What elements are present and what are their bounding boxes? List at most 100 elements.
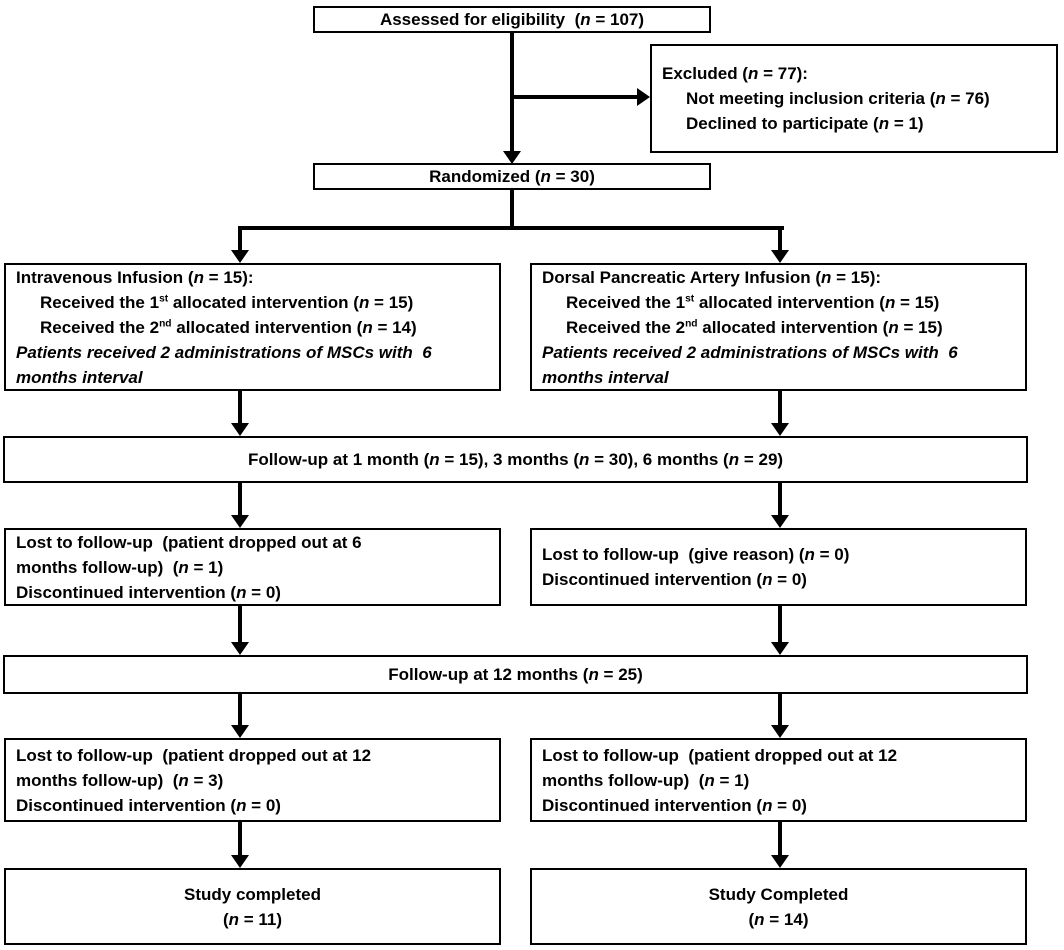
line-assessed-to-randomized (510, 33, 514, 152)
followup-12-months-box: Follow-up at 12 months (n = 25) (3, 655, 1028, 694)
line-right-lost1-to-followup2 (778, 606, 782, 643)
text-segment: allocated intervention ( (171, 317, 363, 337)
text-segment: Received the 1 (566, 292, 686, 312)
italic-n-segment: n (193, 267, 204, 287)
italic-n-segment: n (878, 114, 890, 133)
arrowhead-into-left-group (231, 250, 249, 263)
text-line: Intravenous Infusion (n = 15): (16, 265, 489, 290)
text-line: months interval (16, 365, 489, 390)
text-segment: ( (222, 909, 229, 929)
arrowhead-into-right-lost1 (771, 515, 789, 528)
italic-n-segment: n (362, 317, 373, 337)
line-to-excluded (512, 95, 638, 99)
text-segment: Discontinued intervention ( (542, 795, 763, 815)
italic-n-segment: n (580, 10, 591, 29)
text-segment: = 30) (550, 167, 595, 186)
italic-n-segment: n (178, 770, 189, 790)
italic-n-segment: n (578, 450, 590, 469)
arrowhead-into-left-completed (231, 855, 249, 868)
superscript-segment: nd (159, 317, 172, 329)
superscript-segment: st (159, 292, 169, 304)
text-segment: = 15): (831, 267, 882, 287)
line-followup1-to-right-lost (778, 483, 782, 516)
text-segment: = 11) (239, 909, 283, 929)
text-segment: = 15) (898, 317, 943, 337)
italic-n-segment: n (429, 450, 440, 469)
italic-n-segment: n (747, 64, 759, 83)
text-line: Randomized (n = 30) (429, 164, 595, 189)
text-segment: Received the 2 (566, 317, 686, 337)
text-line: Received the 1st allocated intervention … (16, 290, 489, 315)
italic-n-segment: n (728, 450, 740, 469)
text-segment: Discontinued intervention ( (16, 582, 237, 602)
text-segment: = 1) (714, 770, 750, 790)
superscript-segment: nd (685, 317, 698, 329)
text-line: months follow-up) (n = 1) (16, 555, 489, 580)
text-segment: allocated intervention ( (694, 292, 885, 312)
text-segment: = 77): (758, 64, 808, 83)
text-segment: Intravenous Infusion ( (16, 267, 194, 287)
arrowhead-left-into-followup2 (231, 642, 249, 655)
text-segment: = 0) (772, 795, 807, 815)
text-line: Study Completed (709, 882, 849, 907)
study-completed-left-box: Study completed(n = 11) (4, 868, 501, 945)
text-line: Received the 2nd allocated intervention … (542, 315, 1015, 340)
text-segment: = 0) (246, 795, 281, 815)
text-segment: Received the 2 (40, 317, 160, 337)
line-split-to-right-group (778, 226, 782, 251)
arrowhead-left-into-followup1 (231, 423, 249, 436)
text-line: Lost to follow-up (patient dropped out a… (16, 743, 489, 768)
text-segment: Follow-up at 12 months ( (388, 665, 589, 684)
text-segment: Lost to follow-up (patient dropped out a… (542, 745, 898, 765)
text-line: Patients received 2 administrations of M… (542, 340, 1015, 365)
text-segment: Lost to follow-up (give reason) ( (542, 545, 805, 564)
text-line: Received the 2nd allocated intervention … (16, 315, 489, 340)
italic-n-segment: n (236, 795, 247, 815)
line-split-to-left-group (238, 226, 242, 251)
text-segment: Randomized ( (429, 167, 541, 186)
text-line: Patients received 2 administrations of M… (16, 340, 489, 365)
assessed-box: Assessed for eligibility (n = 107) (313, 6, 711, 33)
arrowhead-into-excluded (637, 88, 650, 106)
text-segment: Assessed for eligibility ( (379, 10, 581, 29)
text-segment: months follow-up) ( (16, 770, 179, 790)
text-line: Follow-up at 1 month (n = 15), 3 months … (248, 447, 783, 472)
text-segment: Excluded ( (662, 64, 748, 83)
split-horizontal-line (238, 226, 784, 230)
italic-n-segment: n (178, 557, 189, 577)
lost-followup-6mo-right-box: Lost to follow-up (give reason) (n = 0)D… (530, 528, 1027, 606)
line-left-group-to-followup1 (238, 391, 242, 424)
text-line: Declined to participate (n = 1) (662, 111, 1046, 136)
study-completed-right-box: Study Completed(n = 14) (530, 868, 1027, 945)
text-segment: months interval (16, 367, 143, 387)
text-segment: Received the 1 (40, 292, 160, 312)
text-segment: = 3) (188, 770, 224, 790)
text-segment: = 0) (246, 582, 281, 602)
text-line: Lost to follow-up (patient dropped out a… (542, 743, 1015, 768)
text-segment: Dorsal Pancreatic Artery Infusion ( (542, 267, 822, 287)
italic-n-segment: n (888, 317, 899, 337)
text-segment: months interval (542, 367, 669, 387)
arrowhead-into-randomized (503, 151, 521, 164)
text-segment: = 76) (945, 89, 990, 108)
italic-n-segment: n (821, 267, 832, 287)
italic-n-segment: n (540, 167, 551, 186)
followup-1-3-6-months-box: Follow-up at 1 month (n = 15), 3 months … (3, 436, 1028, 483)
text-segment: Lost to follow-up (patient dropped out a… (16, 745, 372, 765)
italic-n-segment: n (804, 545, 815, 564)
text-segment: = 0) (814, 545, 850, 564)
text-line: months interval (542, 365, 1015, 390)
text-segment: = 14) (372, 317, 417, 337)
arrowhead-into-right-completed (771, 855, 789, 868)
text-segment: months follow-up) ( (542, 770, 705, 790)
italic-n-segment: n (762, 570, 773, 589)
line-randomized-to-split (510, 190, 514, 230)
text-segment: months follow-up) ( (16, 557, 179, 577)
text-segment: = 29) (739, 450, 784, 469)
text-segment: Not meeting inclusion criteria ( (686, 89, 936, 108)
text-segment: Declined to participate ( (686, 114, 879, 133)
text-line: months follow-up) (n = 1) (542, 768, 1015, 793)
text-segment: Study Completed (708, 884, 849, 904)
text-segment: = 0) (772, 570, 807, 589)
